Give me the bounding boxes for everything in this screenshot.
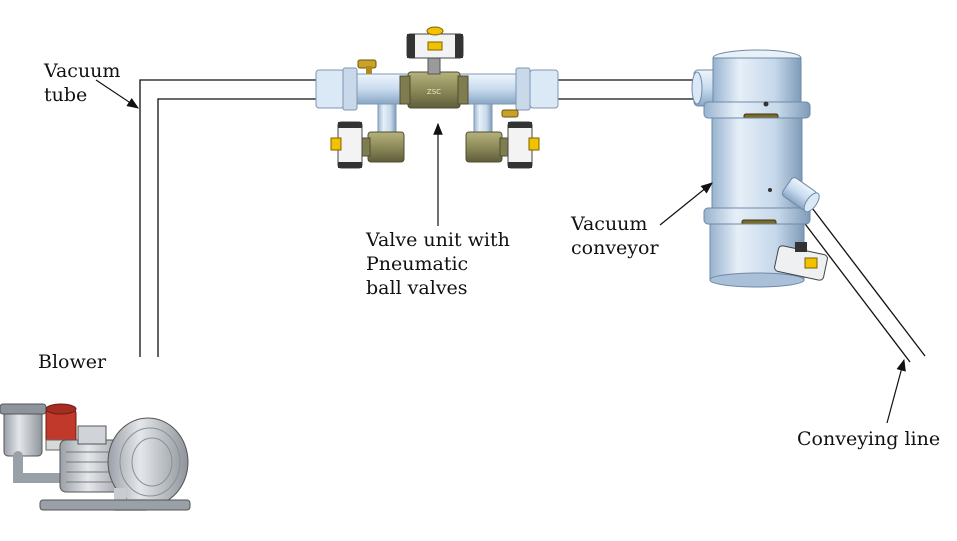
vacuum-tube-label-line-1: Vacuum bbox=[44, 60, 121, 82]
vacuum-conveyor-label-line-1: Vacuum bbox=[571, 213, 648, 235]
vacuum-conveyor-pointer bbox=[659, 182, 713, 226]
valve-unit-label-line-3: ball valves bbox=[366, 277, 468, 299]
valve-unit-label: Valve unit with Pneumatic ball valves bbox=[366, 228, 510, 300]
right-pneumatic-actuator bbox=[507, 121, 540, 169]
conveying-line-pointer bbox=[886, 358, 906, 424]
vacuum-conveyor-label: Vacuum conveyor bbox=[571, 212, 659, 260]
blower-label: Blower bbox=[38, 351, 107, 373]
solenoid-fittings bbox=[357, 59, 519, 118]
vacuum-tube-pointer bbox=[95, 79, 139, 109]
top-pneumatic-actuator bbox=[406, 26, 464, 59]
blower bbox=[0, 403, 191, 511]
valve-unit-label-line-2: Pneumatic bbox=[366, 253, 469, 275]
valve-marking: ZSC bbox=[427, 88, 441, 96]
vacuum-conveyor-label-line-2: conveyor bbox=[571, 237, 659, 259]
discharge-actuator bbox=[774, 242, 828, 281]
vacuum-conveyor bbox=[691, 49, 828, 288]
vacuum-tube-label: Vacuum tube bbox=[44, 59, 120, 107]
valve-unit-label-line-1: Valve unit with bbox=[366, 229, 510, 251]
vacuum-tube-label-line-2: tube bbox=[44, 84, 88, 106]
left-pneumatic-actuator bbox=[330, 121, 363, 169]
conveying-line bbox=[795, 199, 926, 363]
conveying-line-label: Conveying line bbox=[797, 428, 941, 450]
vacuum-tube bbox=[139, 79, 700, 357]
valve-unit: ZSC bbox=[315, 26, 559, 169]
pointer-arrows bbox=[95, 79, 906, 424]
